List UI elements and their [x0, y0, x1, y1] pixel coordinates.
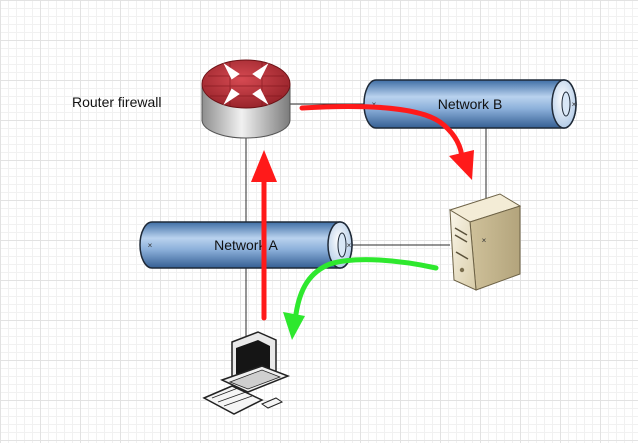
- network-b-port-left: ×: [372, 100, 377, 109]
- router-arrows: [223, 63, 269, 105]
- network-b-label: Network B: [438, 96, 503, 112]
- server-icon[interactable]: ×: [448, 193, 522, 291]
- red-flow-arrows: [251, 104, 474, 321]
- red-flow-right-head: [449, 150, 474, 180]
- network-b-port-right: ×: [572, 100, 577, 109]
- green-flow-return: [293, 257, 439, 317]
- workstation-icon[interactable]: [202, 331, 291, 415]
- network-b-pipe[interactable]: Network B × ×: [363, 79, 577, 129]
- connector-lines: [245, 103, 487, 348]
- network-a-port-right: ×: [347, 241, 352, 250]
- network-a-pipe[interactable]: Network A × ×: [139, 221, 353, 269]
- network-a-port-left: ×: [148, 241, 153, 250]
- server-port: ×: [482, 236, 487, 245]
- router-firewall-label: Router firewall: [72, 94, 161, 110]
- green-flow-return-head: [283, 312, 305, 340]
- red-flow-right: [299, 104, 465, 163]
- network-a-label: Network A: [214, 237, 278, 253]
- router-firewall-icon[interactable]: [201, 59, 291, 139]
- green-flow-arrows: [283, 257, 439, 340]
- red-flow-up-head: [251, 150, 277, 182]
